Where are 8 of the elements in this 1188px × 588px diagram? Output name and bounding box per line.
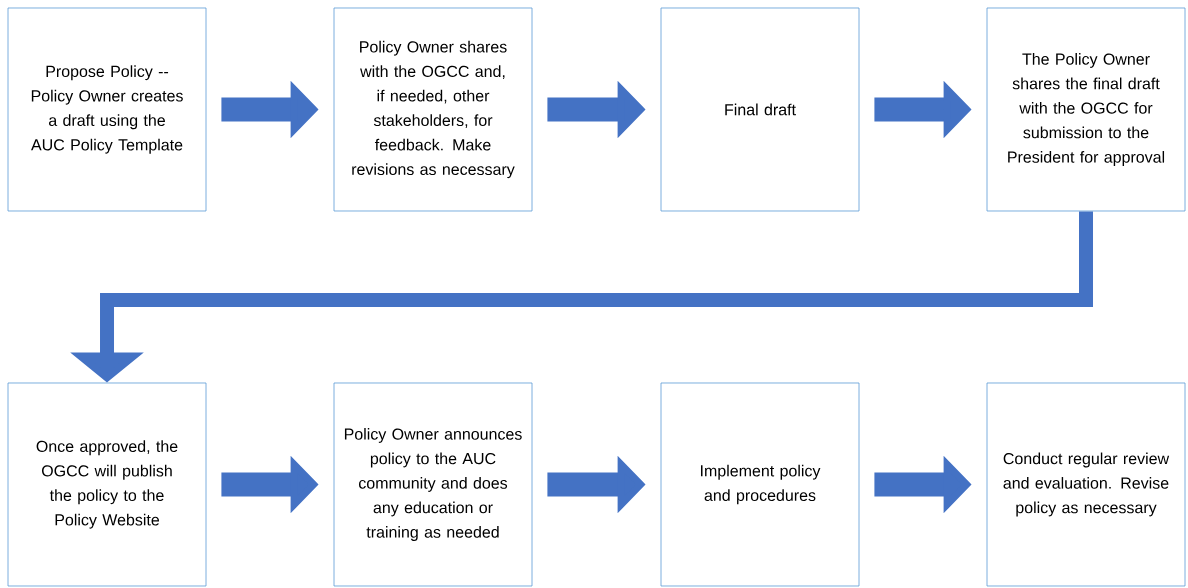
process-box: Once approved, the OGCC will publish the policy to the Policy Website bbox=[7, 382, 207, 587]
process-box: The Policy Owner shares the final draft with the OGCC for submission to the President for approval bbox=[986, 7, 1186, 212]
process-box: Final draft bbox=[660, 7, 860, 212]
process-box: Propose Policy -- Policy Owner creates a draft using the AUC Policy Template bbox=[7, 7, 207, 212]
process-box: Policy Owner announces policy to the AUC community and does any education or training as needed bbox=[333, 382, 533, 587]
process-box: Policy Owner shares with the OGCC and, if needed, other stakeholders, for feedback. Make revisions as necessary bbox=[333, 7, 533, 212]
process-box: Implement policy and procedures bbox=[660, 382, 860, 587]
process-box: Conduct regular review and evaluation. Revise policy as necessary bbox=[986, 382, 1186, 587]
